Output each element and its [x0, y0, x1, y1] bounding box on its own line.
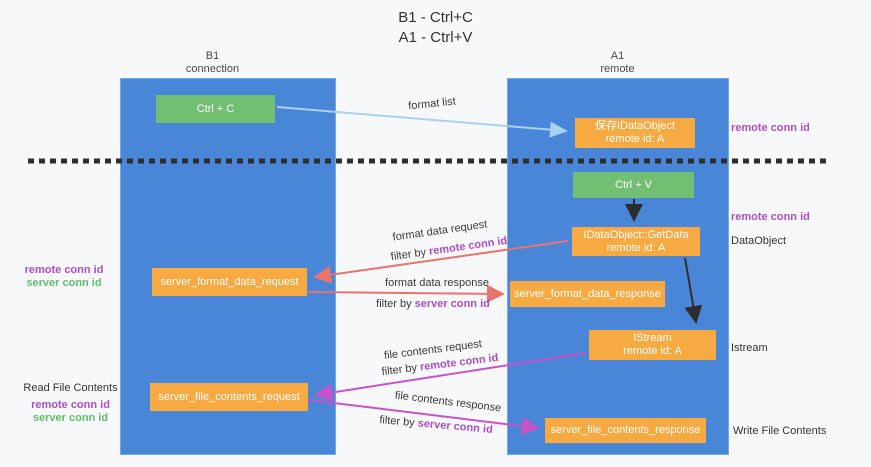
left-file-contents-stack: Read File Contents remote conn id server… — [18, 382, 123, 425]
idataobject-getdata-box: IDataObject::GetData remote id: A — [572, 227, 700, 256]
left-column-header: B1 connection — [160, 50, 265, 76]
right-column-subname: remote — [600, 63, 635, 75]
server-file-contents-request-label: server_file_contents_request — [158, 390, 300, 403]
left-server-conn-id-1: server conn id — [26, 277, 102, 289]
left-column-subname: connection — [185, 63, 240, 75]
left-read-file-contents-label: Read File Contents — [23, 382, 118, 394]
save-idataobject-box: 保存IDataObject remote id: A — [575, 118, 695, 148]
left-server-conn-id-2: server conn id — [32, 412, 109, 424]
filter-by-text: filter by — [390, 246, 427, 264]
filter-by-server-label-2: filter by server conn id — [379, 414, 493, 436]
save-idataobject-line1: 保存IDataObject — [594, 120, 676, 132]
right-write-file-contents-label: Write File Contents — [733, 425, 827, 437]
save-idataobject-line2: remote id: A — [605, 133, 665, 145]
filter-by-text: filter by — [378, 414, 416, 430]
right-dataobject-label: DataObject — [731, 235, 787, 247]
title-line-1: B1 - Ctrl+C — [398, 9, 473, 26]
left-column-name: B1 — [205, 50, 220, 62]
right-remote-conn-id-top: remote conn id — [731, 122, 810, 134]
file-contents-response-label: file contents response — [394, 389, 502, 415]
getdata-line2: remote id: A — [606, 241, 666, 254]
format-list-label: format list — [407, 95, 457, 113]
server-file-contents-response-label: server_file_contents_response — [550, 424, 701, 436]
left-remote-conn-id-1: remote conn id — [24, 264, 104, 276]
server-format-data-response-label: server_format_data_response — [514, 287, 661, 300]
title-line-2: A1 - Ctrl+V — [398, 29, 473, 46]
filter-by-text: filter by — [376, 298, 412, 310]
server-format-data-response-box: server_format_data_response — [510, 281, 665, 307]
left-remote-conn-id-2: remote conn id — [31, 399, 110, 411]
ctrl-c-label: Ctrl + C — [196, 102, 235, 115]
filter-by-text: filter by — [381, 361, 418, 379]
right-column-header: A1 remote — [565, 50, 670, 76]
ctrl-v-box: Ctrl + V — [573, 172, 694, 198]
right-column-name: A1 — [610, 50, 625, 62]
ctrl-c-box: Ctrl + C — [156, 95, 275, 123]
server-format-data-request-label: server_format_data_request — [160, 275, 299, 288]
istream-line1: IStream — [633, 332, 672, 344]
istream-box: IStream remote id: A — [589, 330, 716, 360]
server-conn-id-highlight: server conn id — [417, 417, 494, 436]
ctrl-v-label: Ctrl + V — [615, 178, 652, 191]
right-remote-conn-id-mid: remote conn id — [731, 211, 810, 223]
server-conn-id-highlight: server conn id — [414, 298, 490, 310]
server-file-contents-request-box: server_file_contents_request — [150, 383, 308, 411]
right-istream-label: Istream — [731, 342, 768, 354]
left-conn-id-stack-1: remote conn id server conn id — [14, 264, 114, 290]
server-format-data-request-box: server_format_data_request — [152, 268, 307, 296]
filter-by-server-label-1: filter by server conn id — [376, 298, 490, 310]
format-data-response-label: format data response — [385, 277, 489, 289]
server-file-contents-response-box: server_file_contents_response — [545, 418, 706, 443]
diagram-title: B1 - Ctrl+C A1 - Ctrl+V — [0, 8, 871, 48]
format-data-response-arrow — [307, 284, 505, 303]
istream-line2: remote id: A — [623, 345, 682, 357]
getdata-line1: IDataObject::GetData — [583, 228, 689, 241]
remote-conn-id-highlight: remote conn id — [428, 234, 508, 258]
